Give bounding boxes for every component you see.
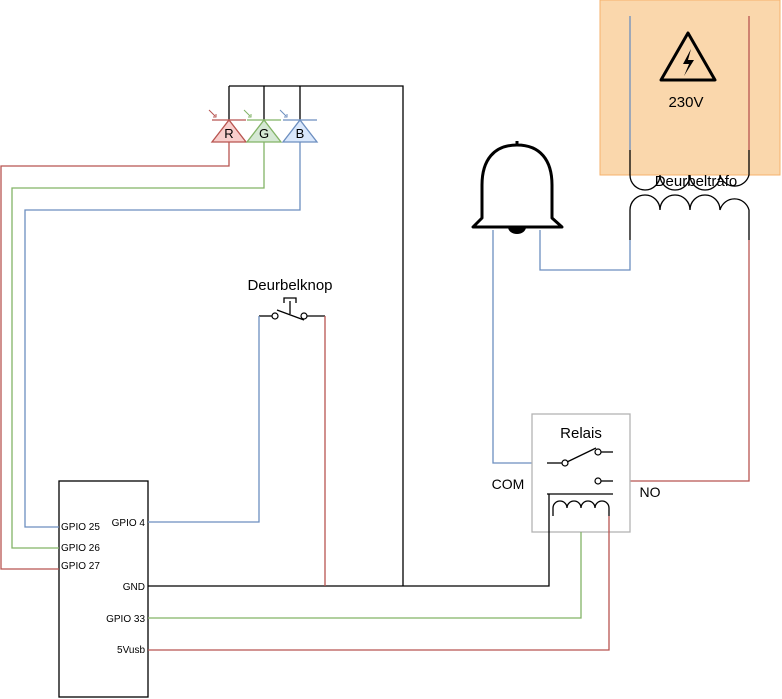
gnd-wire [148,85,550,587]
pin-5vusb: 5Vusb [117,645,145,656]
transformer-secondary-coil [629,194,750,240]
button-to-gpio4-wire [148,316,260,523]
mcu-board [58,480,149,698]
transformer-primary-coil [629,150,750,191]
pin-gpio4: GPIO 4 [112,518,146,529]
led-blue-label: B [296,126,305,141]
pin-gpio33: GPIO 33 [106,614,145,625]
bell-icon [471,141,564,234]
transformer-label: Deurbeltrafo [655,173,738,190]
relay-box [531,413,631,533]
relay-switch [547,447,613,485]
relay-com-label: COM [492,476,525,492]
led-green-label: G [259,126,269,141]
bell-to-transformer-wire [539,230,631,271]
relay-label: Relais [560,425,602,442]
relay-no-label: NO [640,484,661,500]
pin-gpio27: GPIO 27 [61,561,100,572]
transformer-to-relay-no-wire [605,240,750,482]
pin-gpio26: GPIO 26 [61,543,100,554]
5vusb-to-relay-wire [148,516,610,651]
led-blue-wire [24,142,301,528]
mains-zone [599,0,781,176]
led-green-wire [11,142,265,549]
relay-coil [547,493,613,516]
led-red-wire [0,142,230,570]
pin-gnd: GND [123,582,145,593]
high-voltage-icon [659,31,717,82]
gpio33-to-relay-wire [148,532,582,619]
button-label: Deurbelknop [247,277,332,294]
bell-to-relay-com-wire [492,230,547,464]
pin-gpio25: GPIO 25 [61,522,100,533]
led-red-label: R [224,126,233,141]
voltage-label: 230V [668,94,703,111]
push-button-icon [259,297,325,321]
